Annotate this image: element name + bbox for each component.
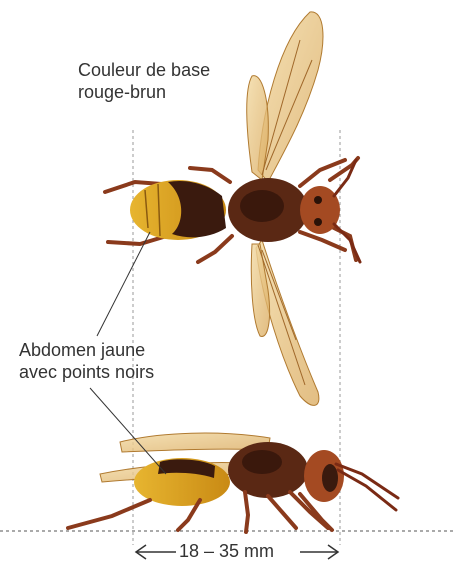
eye-side [322, 464, 338, 492]
antennae-side [336, 464, 398, 510]
size-range-label: 18 – 35 mm [0, 540, 453, 562]
hornet-side-view [68, 433, 398, 532]
leader-line-abdomen-top [97, 232, 150, 336]
thorax-mark [240, 190, 284, 222]
upper-right-wing [258, 12, 323, 182]
abdomen-label-line-1: Abdomen jaune [19, 339, 154, 361]
abdomen-label-line-2: avec points noirs [19, 361, 154, 383]
head-top [300, 186, 340, 234]
base-color-label: Couleur de base rouge-brun [78, 59, 210, 103]
thorax-side-mark [242, 450, 282, 474]
leader-line-abdomen-side [90, 388, 166, 474]
base-color-label-line-1: Couleur de base [78, 59, 210, 81]
base-color-label-line-2: rouge-brun [78, 81, 210, 103]
eye-bottom [314, 218, 322, 226]
abdomen-label: Abdomen jaune avec points noirs [19, 339, 154, 383]
eye-top [314, 196, 322, 204]
